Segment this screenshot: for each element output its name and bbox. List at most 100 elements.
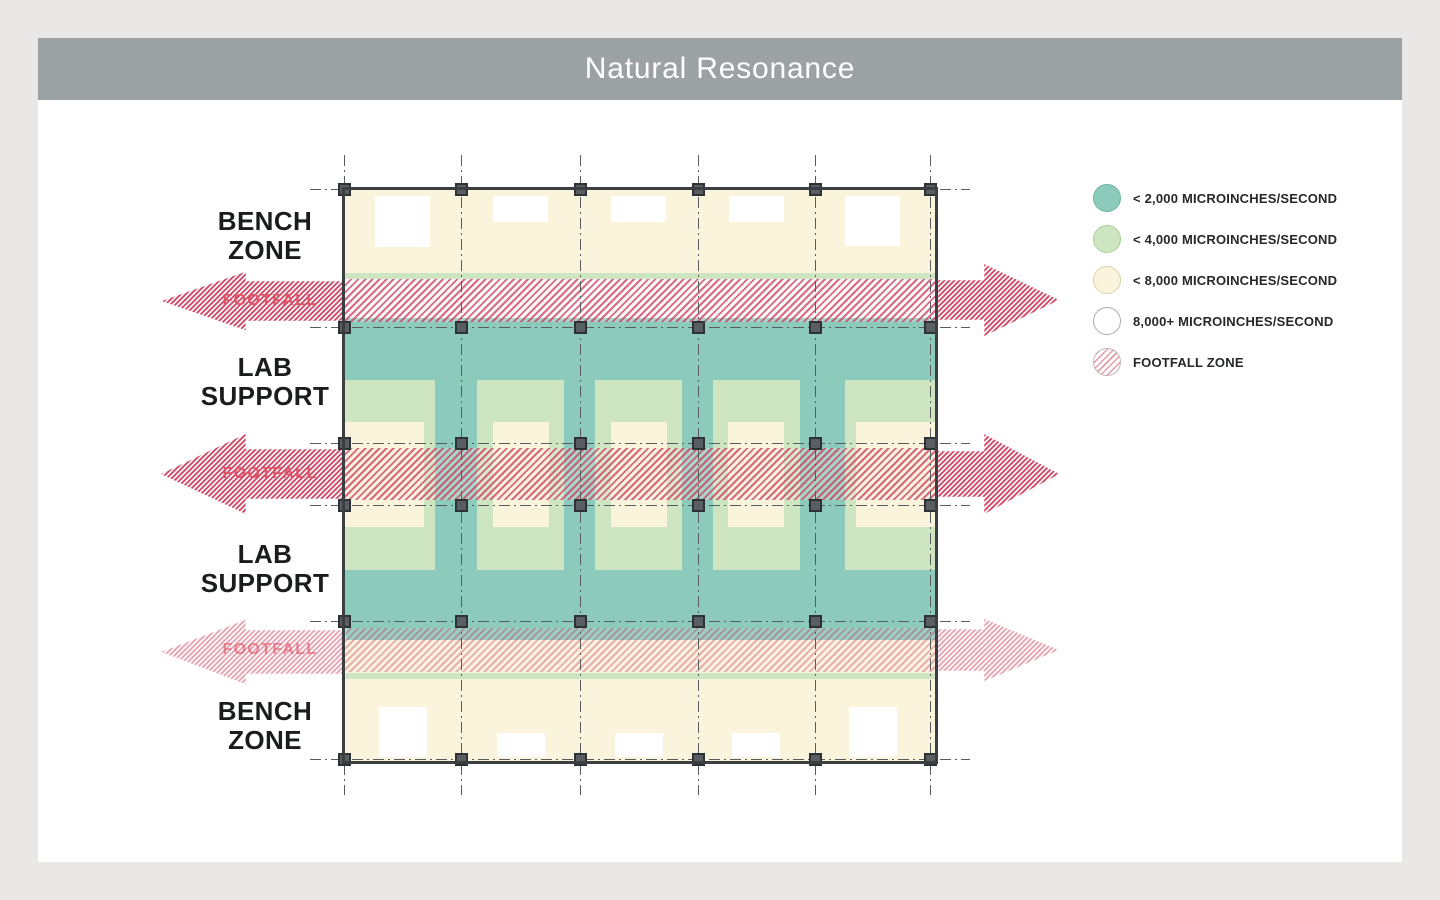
column-marker [809, 183, 822, 196]
white-cutout [379, 707, 427, 757]
column-marker [574, 753, 587, 766]
column-marker [455, 615, 468, 628]
label-line: ZONE [228, 235, 302, 265]
white-cutout [615, 733, 663, 757]
label-line: ZONE [228, 725, 302, 755]
footfall-corridor-bottom [343, 628, 937, 672]
label-line: BENCH [217, 696, 313, 726]
footfall-arrow-right-top [935, 260, 1065, 340]
column-marker [574, 183, 587, 196]
column-marker [338, 321, 351, 334]
label-bench-zone-bottom: BENCH ZONE [180, 697, 350, 755]
column-marker [924, 499, 937, 512]
title-bar: Natural Resonance [38, 38, 1402, 100]
legend-item-lt8000: < 8,000 MICROINCHES/SECOND [1093, 266, 1337, 294]
grid-line-horizontal [310, 505, 970, 506]
column-marker [924, 753, 937, 766]
label-line: BENCH [217, 206, 313, 236]
legend: < 2,000 MICROINCHES/SECOND < 4,000 MICRO… [1093, 184, 1337, 376]
legend-label: < 2,000 MICROINCHES/SECOND [1133, 190, 1338, 206]
column-marker [455, 753, 468, 766]
white-cutout [732, 733, 780, 757]
label-line: SUPPORT [200, 568, 330, 598]
label-lab-support-upper: LAB SUPPORT [180, 353, 350, 411]
white-cutout [497, 733, 545, 757]
column-marker [809, 753, 822, 766]
column-marker [924, 321, 937, 334]
white-cutout [493, 196, 548, 222]
footfall-arrow-right-bottom [935, 615, 1066, 685]
column-marker [809, 615, 822, 628]
legend-swatch-teal [1093, 184, 1121, 212]
legend-swatch-white [1093, 307, 1121, 335]
diagram-title: Natural Resonance [584, 52, 856, 85]
column-marker [809, 321, 822, 334]
grid-line-vertical [344, 155, 345, 795]
legend-label: 8,000+ MICROINCHES/SECOND [1133, 313, 1334, 329]
column-marker [809, 499, 822, 512]
grid-line-horizontal [310, 443, 970, 444]
legend-label: < 4,000 MICROINCHES/SECOND [1133, 231, 1338, 247]
label-line: LAB [237, 539, 293, 569]
footfall-arrows-layer [154, 260, 1066, 688]
legend-item-footfall: FOOTFALL ZONE [1093, 348, 1337, 376]
white-cutout [375, 196, 430, 247]
column-marker [924, 437, 937, 450]
column-marker [338, 183, 351, 196]
grid-line-horizontal [310, 759, 970, 760]
footfall-arrow-right-middle [935, 429, 1065, 519]
column-marker [924, 615, 937, 628]
footfall-label-bottom: FOOTFALL [222, 641, 318, 658]
grid-line-vertical [815, 155, 816, 795]
footfall-arrow-left-bottom [154, 616, 347, 688]
column-marker [455, 437, 468, 450]
column-marker [338, 753, 351, 766]
column-marker [692, 183, 705, 196]
column-marker [574, 499, 587, 512]
footfall-corridor-top [343, 279, 937, 322]
grid-line-horizontal [310, 621, 970, 622]
column-marker [338, 615, 351, 628]
label-line: LAB [237, 352, 293, 382]
column-marker [809, 437, 822, 450]
column-marker [692, 753, 705, 766]
column-marker [692, 321, 705, 334]
white-cutout [729, 196, 784, 222]
column-marker [338, 437, 351, 450]
legend-swatch-green [1093, 225, 1121, 253]
footfall-label-middle: FOOTFALL [222, 465, 318, 482]
grid-line-horizontal [310, 327, 970, 328]
footfall-label-top: FOOTFALL [222, 292, 318, 309]
grid-line-vertical [698, 155, 699, 795]
label-line: SUPPORT [200, 381, 330, 411]
zone-green-strip-top [343, 273, 937, 279]
white-cutout [611, 196, 666, 222]
column-marker [455, 499, 468, 512]
white-cutout [849, 707, 897, 757]
legend-swatch-cream [1093, 266, 1121, 294]
column-marker [574, 437, 587, 450]
column-marker [455, 183, 468, 196]
column-marker [692, 615, 705, 628]
footfall-corridor-middle [343, 448, 937, 500]
column-marker [574, 615, 587, 628]
legend-item-lt2000: < 2,000 MICROINCHES/SECOND [1093, 184, 1337, 212]
grid-line-vertical [580, 155, 581, 795]
legend-label: < 8,000 MICROINCHES/SECOND [1133, 272, 1338, 288]
legend-item-gt8000: 8,000+ MICROINCHES/SECOND [1093, 307, 1337, 335]
zone-green-strip-bottom [343, 673, 937, 679]
label-lab-support-lower: LAB SUPPORT [180, 540, 350, 598]
zone-cream-under [343, 640, 937, 673]
label-bench-zone-top: BENCH ZONE [180, 207, 350, 265]
legend-label: FOOTFALL ZONE [1133, 354, 1244, 370]
legend-swatch-footfall-hatch [1093, 348, 1121, 376]
legend-item-lt4000: < 4,000 MICROINCHES/SECOND [1093, 225, 1337, 253]
grid-line-vertical [930, 155, 931, 795]
white-cutout [845, 196, 900, 246]
column-marker [924, 183, 937, 196]
column-marker [574, 321, 587, 334]
grid-line-horizontal [310, 189, 970, 190]
column-marker [338, 499, 351, 512]
column-marker [692, 499, 705, 512]
